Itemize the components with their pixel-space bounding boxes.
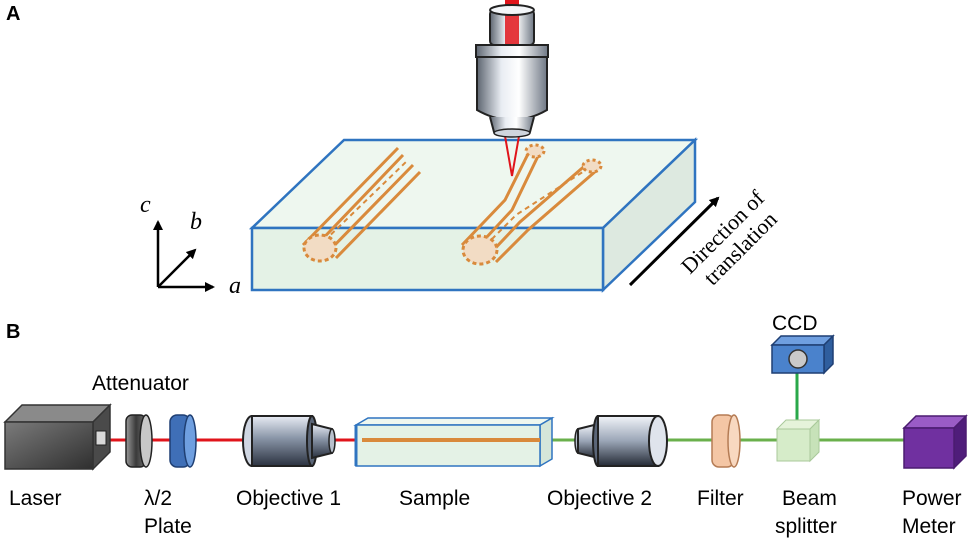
waveguide-y-branch (460, 143, 603, 266)
attenuator-label: Attenuator (92, 372, 189, 395)
panel-b-label: B (6, 321, 20, 343)
axes-triad (153, 220, 215, 292)
beam-splitter-label-line1: Beam (782, 487, 837, 510)
objective-1-label: Objective 1 (236, 487, 341, 510)
laser-label: Laser (9, 487, 62, 510)
power-meter (902, 414, 968, 470)
beam-splitter-label-line2: splitter (775, 515, 837, 538)
objective-2-label: Objective 2 (547, 487, 652, 510)
translation-arrow (628, 196, 720, 287)
ccd-label: CCD (772, 312, 818, 335)
power-meter-label-line2: Meter (902, 515, 956, 538)
axis-b-arrow (157, 248, 197, 288)
sample (353, 416, 555, 468)
axis-b-label: b (190, 209, 202, 235)
axis-c-label: c (140, 192, 151, 218)
half-wave-plate (169, 414, 197, 468)
filter (711, 414, 741, 468)
half-wave-label-line2: Plate (144, 515, 192, 538)
glass-block (248, 137, 699, 293)
attenuator (125, 414, 153, 468)
microscope-objective (475, 4, 549, 138)
axis-a-label: a (229, 273, 241, 299)
ccd-lens-icon (788, 349, 808, 369)
objective-1 (242, 415, 336, 467)
objective-2 (574, 415, 668, 467)
laser-source (3, 403, 112, 471)
power-meter-label-line1: Power (902, 487, 962, 510)
panel-a-label: A (6, 3, 20, 25)
beam-splitter (775, 418, 821, 463)
half-wave-label-line1: λ/2 (144, 487, 172, 510)
sample-label: Sample (399, 487, 470, 510)
filter-label: Filter (697, 487, 744, 510)
glass-front-face (250, 226, 605, 292)
waveguide-straight (301, 146, 422, 263)
ccd-camera (770, 334, 835, 375)
